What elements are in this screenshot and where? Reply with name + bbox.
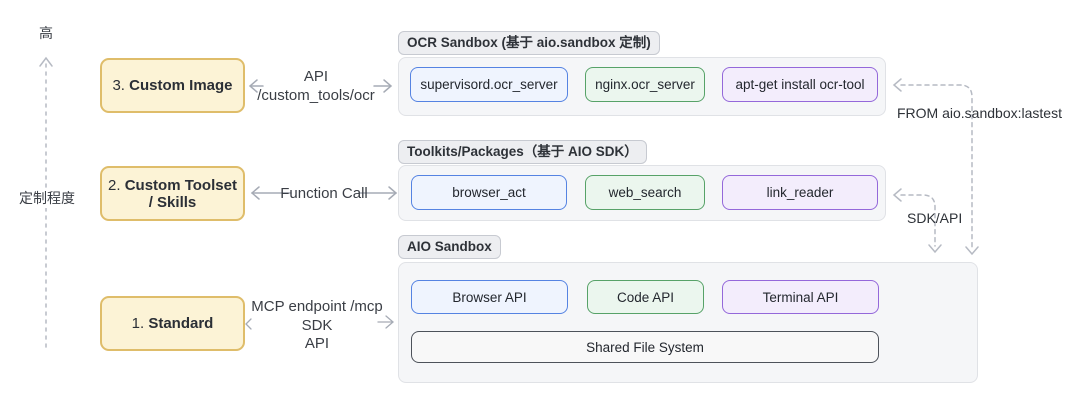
level-box-standard: 1. Standard [100, 296, 245, 351]
level-label: Standard [148, 315, 214, 332]
level-box-custom-toolset: 2. Custom Toolset / Skills [100, 166, 245, 221]
annotation-from-aio-sandbox: FROM aio.sandbox:lastest [897, 105, 1062, 121]
item-code-api: Code API [587, 280, 704, 314]
badge-aio-sandbox: AIO Sandbox [398, 235, 501, 259]
axis-side-label: 定制程度 [16, 188, 78, 208]
item-nginx-ocr-server: nginx.ocr_server [585, 67, 705, 102]
level-box-custom-image: 3. Custom Image [100, 58, 245, 113]
item-browser-act: browser_act [411, 175, 567, 210]
badge-ocr-sandbox: OCR Sandbox (基于 aio.sandbox 定制) [398, 31, 660, 55]
level-box-text: 2. Custom Toolset / Skills [108, 177, 237, 211]
level-box-text: 3. Custom Image [112, 77, 232, 94]
connector-label-mcp-sdk-api: MCP endpoint /mcp SDK API [251, 298, 383, 352]
level-label: Custom Toolset / Skills [124, 176, 237, 211]
item-terminal-api: Terminal API [722, 280, 879, 314]
item-shared-file-system: Shared File System [411, 331, 879, 363]
item-browser-api: Browser API [411, 280, 568, 314]
badge-toolkits-packages: Toolkits/Packages（基于 AIO SDK） [398, 140, 647, 164]
item-apt-get-install-ocr-tool: apt-get install ocr-tool [722, 67, 878, 102]
item-web-search: web_search [585, 175, 705, 210]
level-number: 2. [108, 176, 121, 194]
item-link-reader: link_reader [722, 175, 878, 210]
level-box-text: 1. Standard [132, 315, 214, 332]
connector-label-function-call: Function Call [280, 185, 368, 202]
level-label: Custom Image [129, 77, 233, 94]
level-number: 1. [131, 315, 145, 332]
item-supervisord-ocr-server: supervisord.ocr_server [410, 67, 568, 102]
annotation-sdk-api: SDK/API [907, 210, 963, 226]
connector-label-api-ocr: API /custom_tools/ocr [257, 68, 375, 104]
level-number: 3. [112, 77, 125, 94]
axis-high-label: 高 [39, 25, 53, 41]
